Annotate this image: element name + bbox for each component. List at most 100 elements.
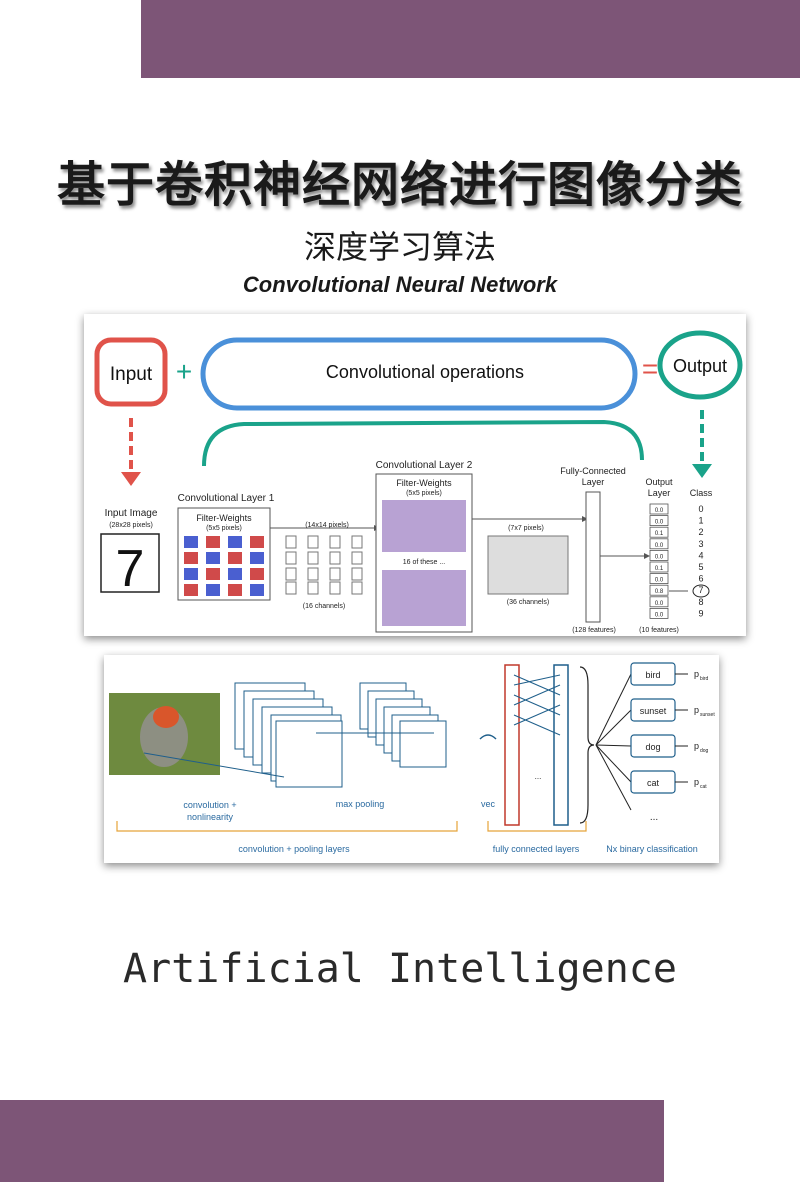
out-title-line2: Layer <box>648 488 671 498</box>
class-label: 2 <box>698 527 703 537</box>
conv-ops-label: Convolutional operations <box>326 362 524 382</box>
class-box-label: cat <box>647 778 660 788</box>
class-ellipsis: ... <box>650 812 658 823</box>
prob-label: p <box>694 705 699 715</box>
subtitle-english: Convolutional Neural Network <box>242 272 558 297</box>
conv2-title: Convolutional Layer 2 <box>376 460 473 471</box>
vec-arrow <box>479 734 497 740</box>
conv2-filter-grid-top <box>382 500 466 552</box>
prob-label: p <box>694 669 699 679</box>
footer-title: Artificial Intelligence <box>123 946 677 992</box>
cnn-architecture-diagram: Input + Convolutional operations = Outpu… <box>94 330 743 634</box>
output-value: 0.0 <box>655 520 664 526</box>
fc-ellipsis: ... <box>535 772 542 781</box>
class-connector <box>595 709 632 746</box>
class-connector <box>595 744 632 811</box>
bird-classification-diagram: convolution + nonlinearity max pooling v… <box>109 662 715 854</box>
output-value: 0.0 <box>655 612 664 618</box>
input-image-title: Input Image <box>105 508 158 519</box>
input-image-frame <box>100 533 160 593</box>
conv2-filter-title: Filter-Weights <box>396 478 452 488</box>
conv-label-line1: convolution + <box>183 800 236 810</box>
output-value-cell <box>649 526 669 538</box>
class-label: 4 <box>698 550 703 560</box>
group-conv-pool: convolution + pooling layers <box>238 844 350 854</box>
subtitle-chinese: 深度学习算法 <box>303 228 496 266</box>
output-value-cell <box>649 561 669 573</box>
output-value: 0.0 <box>655 508 664 514</box>
output-value-cell <box>649 584 669 596</box>
conv2-note: 16 of these ... <box>403 559 445 566</box>
fc-title-line1: Fully-Connected <box>560 466 626 476</box>
class-connector <box>595 744 632 747</box>
class-label: 6 <box>698 574 703 584</box>
class-label: 7 <box>698 585 703 595</box>
prob-label: p <box>694 741 699 751</box>
output-values: 0.00.00.10.00.00.10.00.80.00.0 <box>649 503 669 619</box>
output-value: 0.0 <box>655 543 664 549</box>
conv2-filter-size: (5x5 pixels) <box>406 490 442 497</box>
class-label: 5 <box>698 562 703 572</box>
conv1-title: Convolutional Layer 1 <box>178 493 275 504</box>
output-value: 0.0 <box>655 554 664 560</box>
conv2-arrow-head <box>582 516 588 522</box>
input-arrow-head <box>121 472 141 486</box>
top-band <box>141 0 800 78</box>
fc-connections <box>513 674 561 736</box>
output-value-cell <box>649 538 669 550</box>
conv-connector <box>143 752 285 778</box>
out-title-line1: Output <box>645 477 673 487</box>
class-label: 8 <box>698 597 703 607</box>
input-label: Input <box>110 364 153 385</box>
bottom-band <box>0 1100 664 1182</box>
conv-stack <box>234 682 343 788</box>
prob-subscript: cat <box>700 784 707 790</box>
prob-label: p <box>694 777 699 787</box>
output-value: 0.0 <box>655 601 664 607</box>
output-label: Output <box>673 356 727 376</box>
prob-subscript: bird <box>700 676 709 682</box>
input-box <box>94 337 168 407</box>
prob-subscript: sunset <box>700 712 715 718</box>
output-value: 0.0 <box>655 578 664 584</box>
bird-photo-head <box>153 706 179 728</box>
class-label: 0 <box>698 504 703 514</box>
classifier-brace <box>579 666 595 824</box>
output-value: 0.1 <box>655 531 664 537</box>
pool-stack <box>359 682 447 768</box>
pool-label: max pooling <box>336 799 385 809</box>
conv1-filter-size: (5x5 pixels) <box>206 525 242 532</box>
out-features: (10 features) <box>639 627 679 634</box>
conv2-feature-maps <box>487 535 569 595</box>
fc-output-column <box>553 664 569 826</box>
class-label: 9 <box>698 608 703 618</box>
output-circle <box>657 330 743 400</box>
plus-sign: + <box>176 356 192 387</box>
conv2-filter-grid-bottom <box>382 570 466 626</box>
teal-bracket <box>202 419 644 467</box>
fc-input-column <box>504 664 520 826</box>
conv1-out-size: (14x14 pixels) <box>305 522 349 529</box>
conv-ops-ellipse <box>200 337 638 411</box>
fc-bracket <box>487 821 587 832</box>
class-connector <box>595 744 632 783</box>
fc-arrow-head <box>644 553 650 559</box>
output-value-cell <box>649 607 669 619</box>
conv-pool-bracket <box>116 821 458 832</box>
fc-layer-column <box>585 491 601 623</box>
conv1-channels: (16 channels) <box>303 603 345 610</box>
classification-diagram-panel: convolution + nonlinearity max pooling v… <box>104 655 719 863</box>
equals-sign: = <box>642 353 658 384</box>
output-value-cell <box>649 573 669 585</box>
conv1-feature-maps <box>285 535 363 595</box>
class-box-label: bird <box>645 670 660 680</box>
output-value: 0.1 <box>655 566 664 572</box>
vec-label: vec <box>481 799 496 809</box>
input-image-size: (28x28 pixels) <box>109 522 153 529</box>
class-title: Class <box>690 488 713 498</box>
prob-subscript: dog <box>700 748 709 754</box>
cnn-diagram-panel: Input + Convolutional operations = Outpu… <box>84 314 746 636</box>
class-connector <box>595 673 632 746</box>
